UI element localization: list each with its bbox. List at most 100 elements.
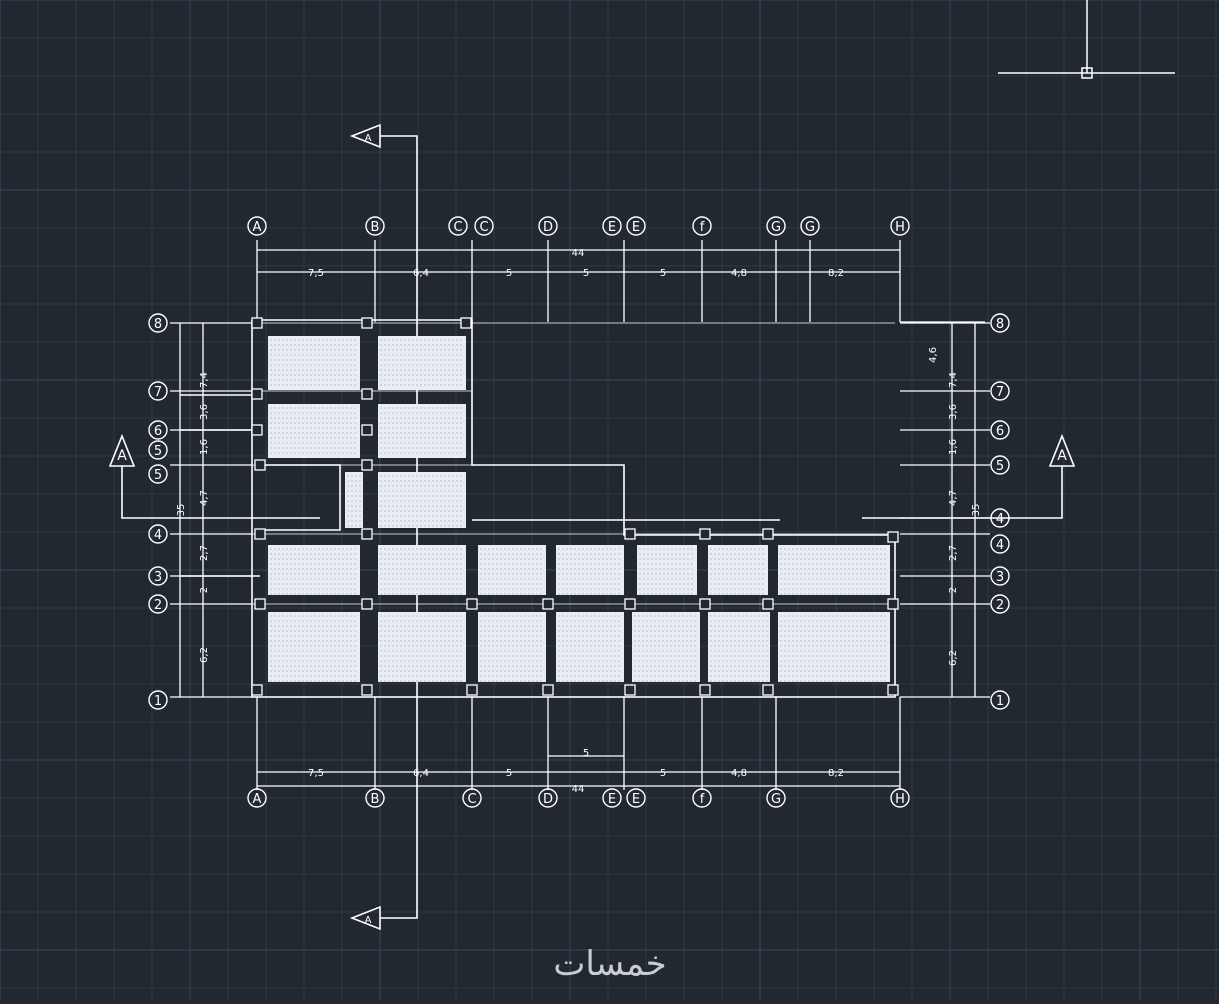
column [542,684,554,696]
svg-text:2: 2 [996,598,1004,613]
axis-bubble-right[interactable]: 3 [990,566,1010,586]
svg-text:D: D [543,792,553,807]
column [251,424,263,436]
axis-bubble-top[interactable]: f [692,216,712,236]
slab-panel [478,612,546,682]
bottom-dimension: 7,5 [308,768,324,779]
axis-bubble-bottom[interactable]: G [766,788,786,808]
svg-text:D: D [543,220,553,235]
axis-bubble-top[interactable]: A [247,216,267,236]
svg-text:f: f [700,792,705,807]
right-dimension: 2 [948,587,959,593]
bottom-dimension: 6,4 [413,768,429,779]
axis-bubble-bottom[interactable]: H [890,788,910,808]
top-dimension: 5 [583,268,589,279]
slab-panel [268,404,360,458]
bottom-dimension: 8,2 [828,768,844,779]
axis-bubble-top[interactable]: G [766,216,786,236]
slab-panel [378,472,466,528]
column [466,684,478,696]
axis-bubble-left[interactable]: 8 [148,313,168,333]
column [762,528,774,540]
column [887,531,899,543]
axis-bubble-top[interactable]: G [800,216,820,236]
axis-bubble-top[interactable]: C [474,216,494,236]
axis-bubble-right[interactable]: 6 [990,420,1010,440]
section-label-right: A [1057,448,1067,464]
axis-bubble-top[interactable]: E [602,216,622,236]
axis-bubble-bottom[interactable]: B [365,788,385,808]
axis-bubble-right[interactable]: 4 [990,534,1010,554]
svg-text:1: 1 [154,694,162,709]
section-label-top: A [365,133,372,144]
right-dimension: 6,2 [948,650,959,666]
column [361,459,373,471]
axis-bubble-top[interactable]: D [538,216,558,236]
slab-panel [268,612,360,682]
bottom-dimension: 5 [660,768,666,779]
axis-bubble-bottom[interactable]: E [602,788,622,808]
right-dimension: 1,6 [948,439,959,455]
slab-panel [778,612,890,682]
top-dimension: 8,2 [828,268,844,279]
column [762,598,774,610]
left-dimension: 3,6 [199,404,210,420]
column [254,459,266,471]
axis-bubble-right[interactable]: 4 [990,508,1010,528]
right-dimension: 4,7 [948,490,959,506]
axis-bubble-right[interactable]: 7 [990,381,1010,401]
column [251,317,263,329]
axis-bubble-left[interactable]: 4 [148,524,168,544]
column [460,317,472,329]
axis-bubble-left[interactable]: 5 [148,464,168,484]
svg-text:E: E [608,220,616,235]
axis-bubble-bottom[interactable]: f [692,788,712,808]
axis-bubble-top[interactable]: E [626,216,646,236]
top-total-dimension: 44 [572,248,585,259]
axis-bubble-left[interactable]: 2 [148,594,168,614]
column [361,684,373,696]
svg-text:H: H [895,792,905,807]
svg-text:f: f [700,220,705,235]
svg-text:1: 1 [996,694,1004,709]
axis-bubble-bottom[interactable]: A [247,788,267,808]
axis-bubble-right[interactable]: 1 [990,690,1010,710]
axis-bubble-top[interactable]: H [890,216,910,236]
column [361,598,373,610]
axis-bubble-bottom[interactable]: D [538,788,558,808]
axis-lines [170,240,990,790]
left-dimension: 7,4 [199,372,210,388]
axis-bubble-bottom[interactable]: E [626,788,646,808]
axis-bubble-left[interactable]: 3 [148,566,168,586]
slab-panel [478,545,546,595]
svg-text:7: 7 [154,385,162,400]
axis-bubble-top[interactable]: B [365,216,385,236]
svg-text:C: C [453,220,462,235]
axis-bubble-left[interactable]: 5 [148,440,168,460]
slab-panel [378,404,466,458]
column [887,684,899,696]
columns [251,317,899,696]
column [624,684,636,696]
axis-bubble-left[interactable]: 7 [148,381,168,401]
svg-text:8: 8 [154,317,162,332]
slab-panel [268,545,360,595]
bottom-dimension: 4,8 [731,768,747,779]
axis-bubble-right[interactable]: 5 [990,455,1010,475]
svg-text:4: 4 [996,512,1004,527]
svg-text:3: 3 [154,570,162,585]
left-dimension: 2 [199,587,210,593]
slab-panel [268,336,360,390]
axis-bubble-left[interactable]: 1 [148,690,168,710]
axis-bubble-left[interactable]: 6 [148,420,168,440]
column [762,684,774,696]
axis-bubble-right[interactable]: 2 [990,594,1010,614]
svg-text:7: 7 [996,385,1004,400]
axis-bubble-top[interactable]: C [448,216,468,236]
axis-bubble-right[interactable]: 8 [990,313,1010,333]
axis-bubble-bottom[interactable]: C [462,788,482,808]
right-total-dimension: 35 [971,504,982,517]
svg-text:E: E [632,220,640,235]
column [699,684,711,696]
